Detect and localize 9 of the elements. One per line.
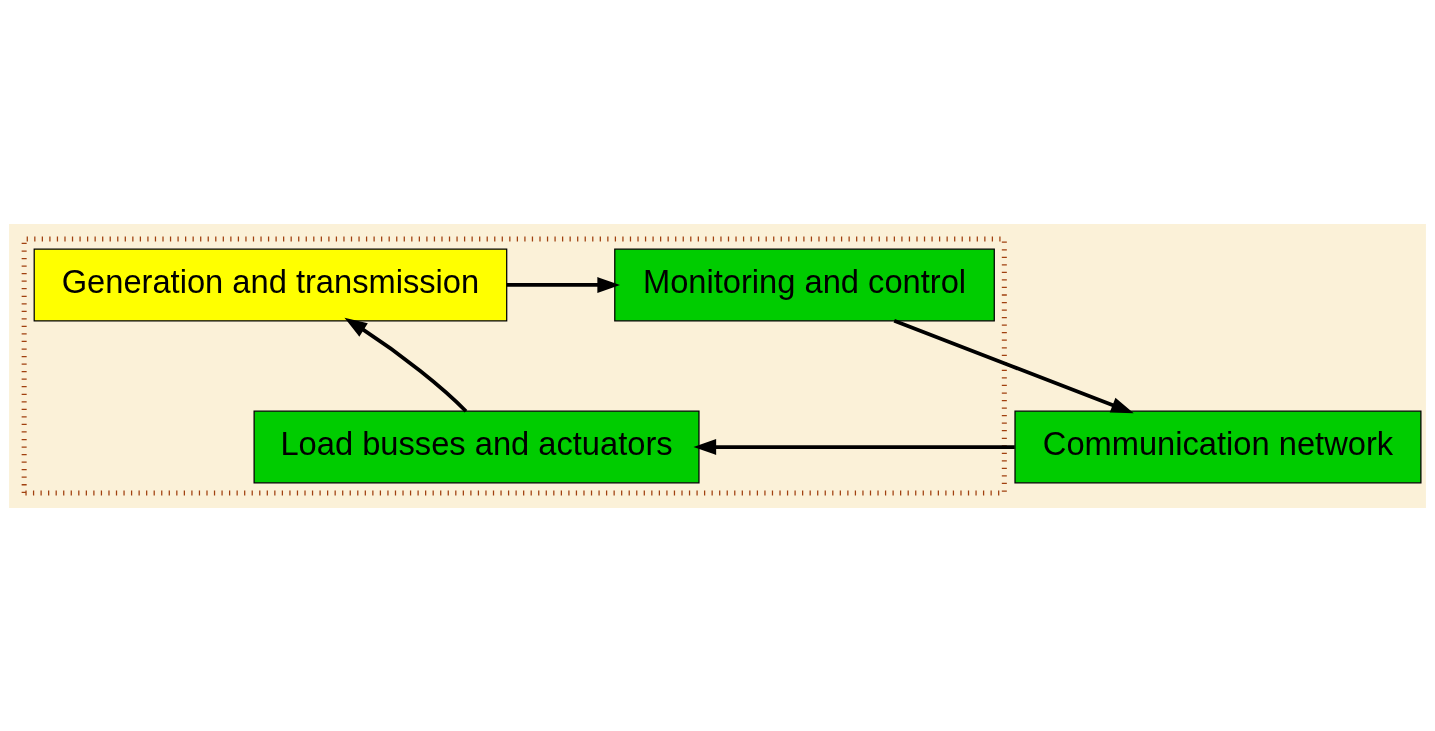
arrow <box>693 438 1015 455</box>
node-box: Generation and transmission <box>33 248 508 321</box>
arrow <box>893 318 1134 413</box>
node-box: Monitoring and control <box>614 248 995 321</box>
arrow <box>344 317 468 413</box>
node-box: Communication network <box>1014 410 1422 483</box>
cluster <box>21 236 1007 495</box>
node-box: Load busses and actuators <box>253 410 700 483</box>
arrow <box>506 276 621 293</box>
